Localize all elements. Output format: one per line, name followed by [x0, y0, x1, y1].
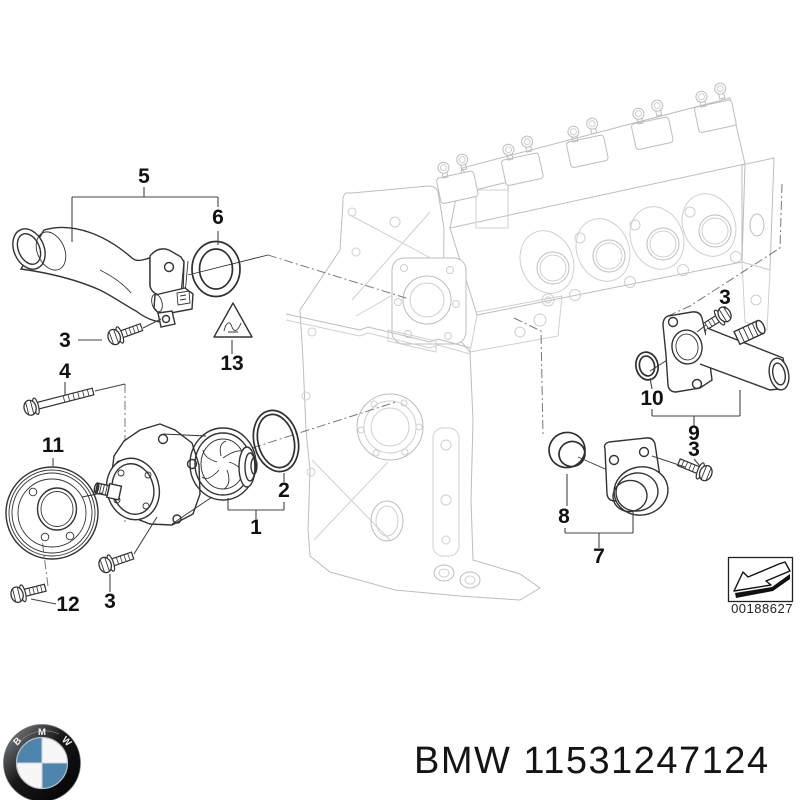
part-number-caption: BMW 11531247124	[414, 740, 770, 782]
callout-3b: 3	[104, 590, 116, 613]
callout-7: 7	[593, 545, 605, 568]
callout-4: 4	[59, 360, 71, 383]
callout-9: 9	[688, 422, 700, 445]
direction-arrow-icon	[733, 561, 791, 598]
triangle-glyph	[223, 322, 242, 333]
callout-3a: 3	[59, 329, 71, 352]
cylinder-head-drawing	[436, 82, 775, 353]
callout-leader-lines	[30, 187, 741, 605]
ref-code-box: 00188627	[727, 556, 794, 616]
callout-8: 8	[558, 505, 570, 528]
crank-seal-opening	[356, 393, 424, 461]
part-pulley	[5, 466, 103, 560]
callout-labels: 5 6 3 13 4 11 2 1 12 3 3 10 9 3 8 7	[42, 165, 731, 616]
timing-case-drawing	[285, 185, 541, 601]
part-coolant-pipe	[12, 226, 194, 328]
part-bolt-3b	[96, 546, 137, 576]
part-o-ring-2	[252, 409, 300, 473]
callout-11: 11	[42, 434, 65, 457]
callout-6: 6	[212, 206, 224, 229]
callout-13: 13	[220, 352, 243, 375]
part-sealing-ring-8	[548, 431, 613, 473]
pump-mount-opening	[391, 257, 467, 345]
roundel-quadrants	[15, 736, 69, 790]
callout-3d: 3	[688, 438, 700, 461]
head-stud-bolts	[436, 82, 737, 204]
flange-threaded-stub	[733, 319, 766, 346]
callout-2: 2	[278, 479, 290, 502]
head-ports	[519, 193, 742, 301]
part-o-ring-6	[187, 240, 269, 298]
part-coolant-flange	[662, 311, 790, 393]
callout-12: 12	[56, 593, 79, 616]
part-bolt-3a	[104, 318, 146, 348]
engine-block-drawing	[285, 82, 775, 601]
bmw-roundel-logo: B M W	[3, 724, 81, 800]
ref-code-text: 00188627	[731, 601, 793, 616]
part-warning-triangle	[213, 302, 253, 338]
pump-shaft	[93, 482, 123, 501]
callout-1: 1	[250, 516, 262, 539]
callout-3c: 3	[719, 286, 731, 309]
part-thermostat-housing	[603, 437, 669, 516]
part-bolt-4	[21, 382, 96, 419]
pump-impeller	[189, 427, 258, 501]
callout-10: 10	[640, 387, 663, 410]
part-water-pump	[93, 423, 258, 526]
callout-5: 5	[138, 165, 150, 188]
logo-letter-m: M	[38, 727, 46, 738]
pipe-sensor-connector	[151, 287, 194, 316]
